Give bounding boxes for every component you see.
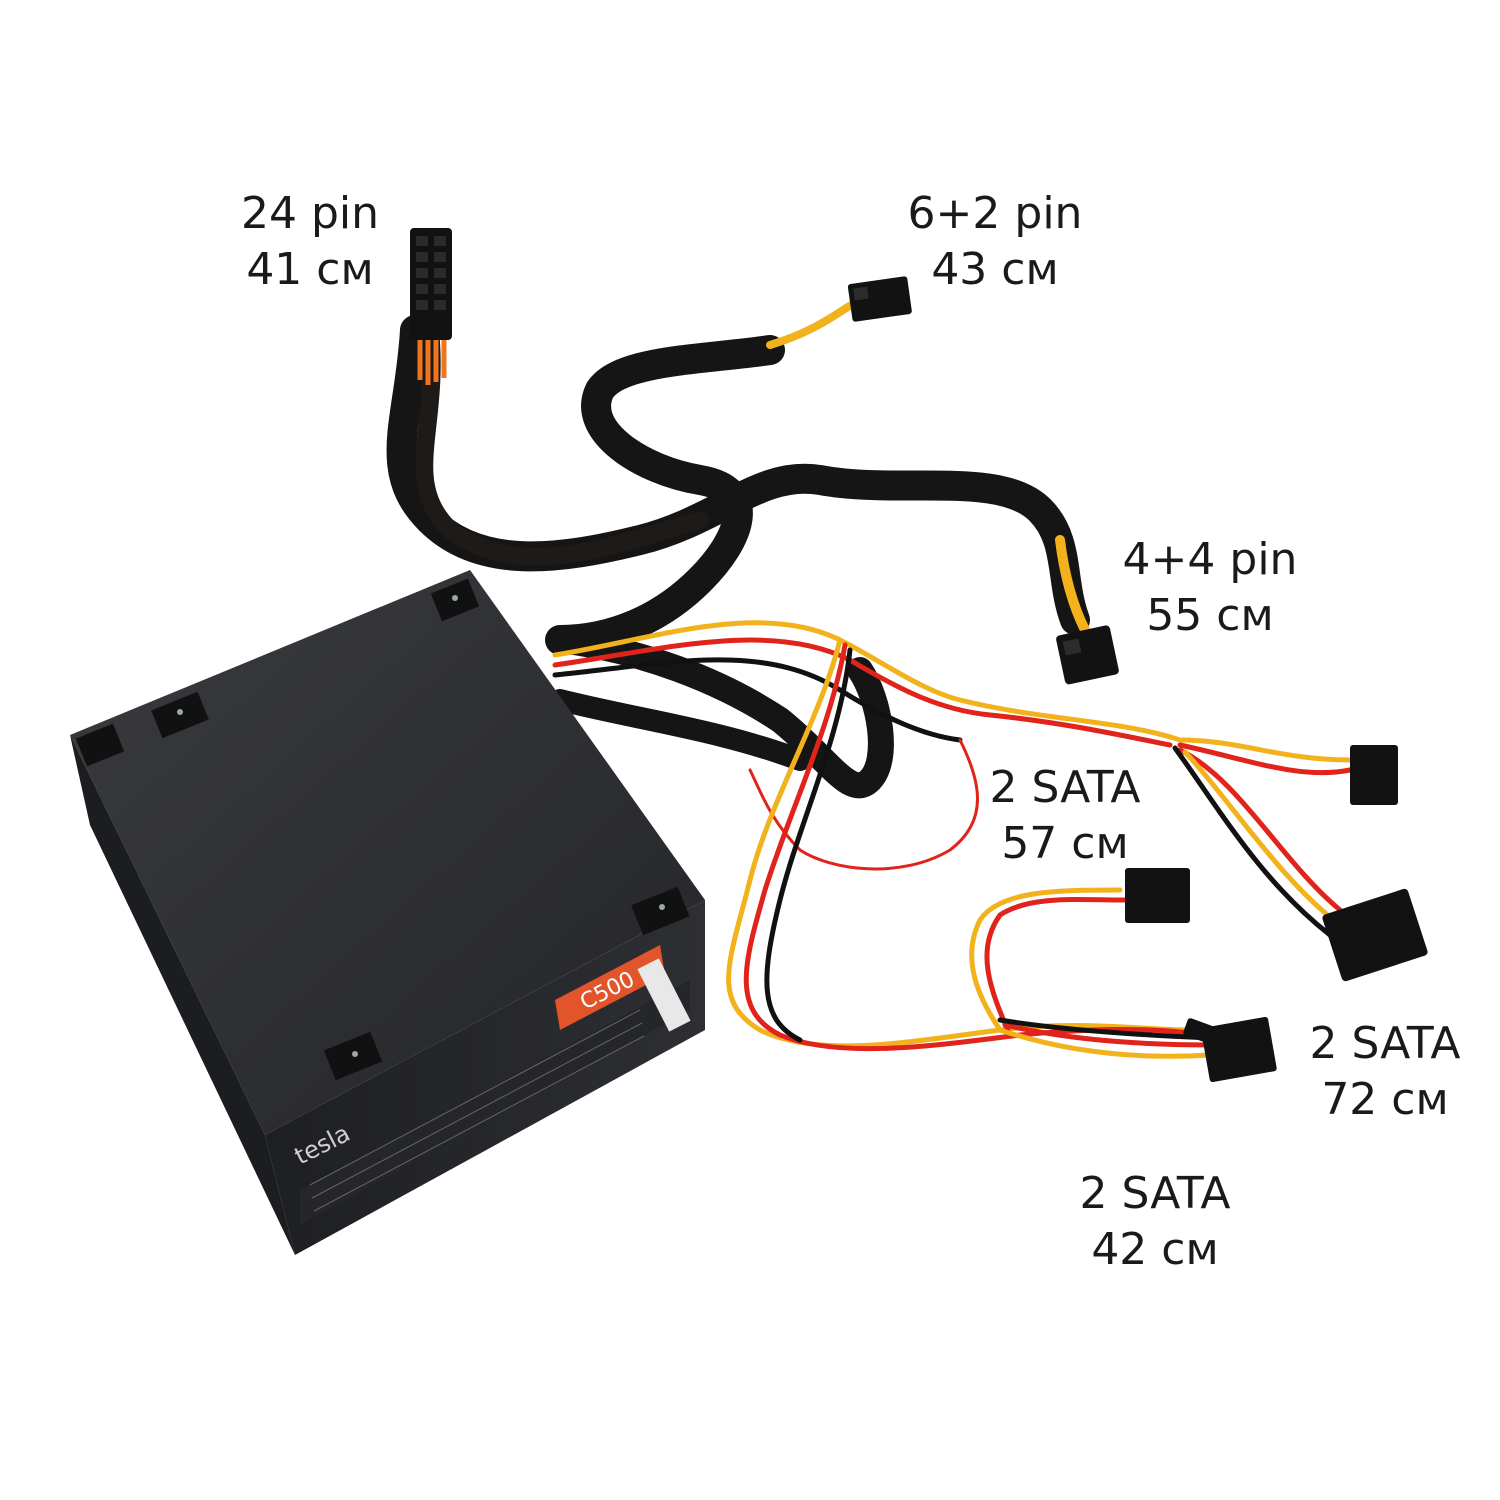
label-sata-57-length: 57 см bbox=[1001, 818, 1129, 869]
label-24pin-length: 41 см bbox=[246, 244, 374, 295]
label-6plus2pin: 6+2 pin 43 см bbox=[880, 186, 1110, 298]
label-sata-72-length: 72 см bbox=[1321, 1074, 1449, 1125]
label-sata-42: 2 SATA 42 см bbox=[1050, 1166, 1260, 1278]
label-sata-42-name: 2 SATA bbox=[1079, 1168, 1231, 1219]
connector-4plus4 bbox=[1056, 625, 1119, 685]
barcode-sticker bbox=[637, 958, 691, 1032]
label-4plus4pin: 4+4 pin 55 см bbox=[1095, 532, 1325, 644]
connector-24pin bbox=[410, 228, 452, 385]
loose-wires bbox=[552, 296, 1353, 1059]
label-4plus4pin-length: 55 см bbox=[1146, 590, 1274, 641]
label-sata-42-length: 42 см bbox=[1091, 1224, 1219, 1275]
label-sata-57-name: 2 SATA bbox=[989, 762, 1141, 813]
label-24pin: 24 pin 41 см bbox=[200, 186, 420, 298]
label-sata-72-name: 2 SATA bbox=[1309, 1018, 1461, 1069]
label-6plus2pin-length: 43 см bbox=[931, 244, 1059, 295]
connector-6plus2 bbox=[847, 276, 912, 322]
label-6plus2pin-name: 6+2 pin bbox=[907, 188, 1083, 239]
psu-body: C500 tesla bbox=[70, 570, 705, 1255]
label-sata-57: 2 SATA 57 см bbox=[960, 760, 1170, 872]
model-badge bbox=[555, 945, 665, 1030]
sata-connectors bbox=[1125, 745, 1428, 1083]
label-4plus4pin-name: 4+4 pin bbox=[1122, 534, 1298, 585]
label-sata-72: 2 SATA 72 см bbox=[1280, 1016, 1490, 1128]
label-24pin-name: 24 pin bbox=[240, 188, 379, 239]
